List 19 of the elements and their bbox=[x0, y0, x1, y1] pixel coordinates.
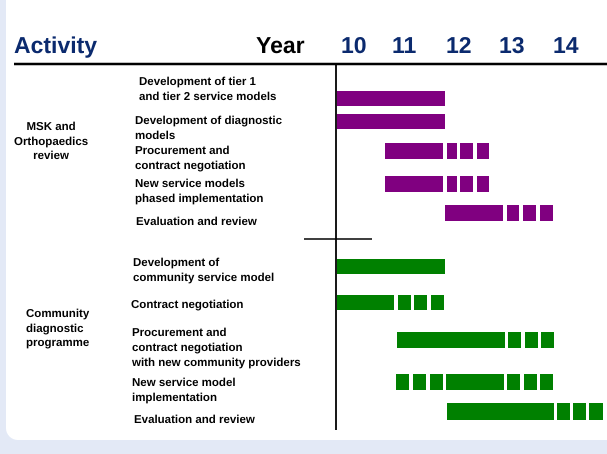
task-label: Procurement and contract negotiation with new community providers bbox=[132, 326, 301, 371]
task-label: Evaluation and review bbox=[134, 413, 255, 428]
task-label: Contract negotiation bbox=[131, 298, 244, 313]
year-tick: 13 bbox=[499, 31, 525, 60]
year-tick: 12 bbox=[446, 31, 472, 60]
group-label: Community diagnostic programme bbox=[26, 307, 90, 350]
year-tick: 10 bbox=[341, 31, 367, 60]
task-label: New service models phased implementation bbox=[135, 177, 264, 207]
task-label: Procurement and contract negotiation bbox=[135, 144, 246, 174]
task-label: Development of community service model bbox=[133, 256, 274, 286]
task-label: New service model implementation bbox=[132, 376, 236, 406]
year-tick: 14 bbox=[553, 31, 579, 60]
group-label: MSK and Orthopaedics review bbox=[14, 120, 88, 164]
column-heading: Year bbox=[256, 31, 305, 60]
task-label: Evaluation and review bbox=[136, 215, 257, 230]
year-tick: 11 bbox=[392, 31, 416, 60]
column-heading: Activity bbox=[14, 31, 98, 60]
task-label: Development of diagnostic models bbox=[135, 114, 282, 144]
task-label: Development of tier 1 and tier 2 service models bbox=[139, 75, 276, 105]
